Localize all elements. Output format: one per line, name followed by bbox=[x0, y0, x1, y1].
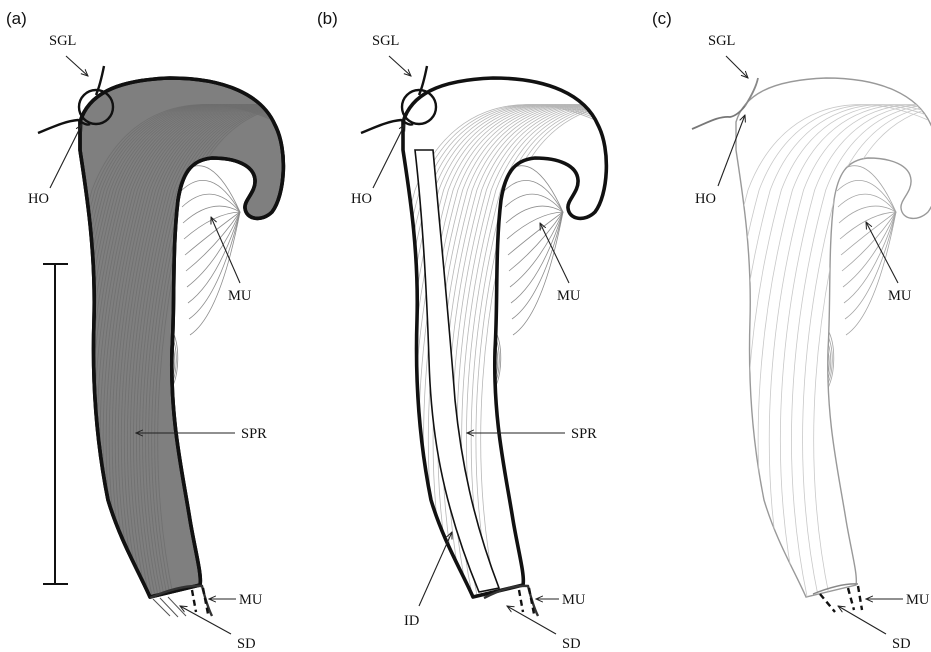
label-mu-bottom: MU bbox=[562, 592, 586, 608]
arrow-sd bbox=[507, 606, 556, 634]
arrow-sd bbox=[838, 606, 886, 634]
label-mu-bottom: MU bbox=[239, 592, 263, 608]
scale-bar bbox=[43, 264, 68, 584]
panel-a-letter: (a) bbox=[6, 9, 27, 28]
muscle-strand bbox=[836, 166, 896, 212]
arrow-sgl bbox=[726, 56, 748, 78]
label-sgl: SGL bbox=[49, 33, 76, 49]
muscle-fan-top bbox=[503, 166, 563, 335]
muscle-strand bbox=[511, 212, 563, 303]
label-mu-bottom: MU bbox=[906, 592, 930, 608]
label-sgl: SGL bbox=[372, 33, 399, 49]
arrow-sgl bbox=[66, 56, 88, 76]
label-sd: SD bbox=[892, 636, 911, 652]
label-sd: SD bbox=[562, 636, 581, 652]
label-mu-top: MU bbox=[228, 288, 252, 304]
arrow-mu-top bbox=[211, 217, 240, 283]
arrow-id bbox=[419, 532, 452, 606]
label-id: ID bbox=[404, 613, 419, 629]
muscle-strand bbox=[838, 194, 896, 212]
label-mu-top: MU bbox=[557, 288, 581, 304]
label-sd: SD bbox=[237, 636, 256, 652]
arrow-sgl bbox=[389, 56, 411, 76]
muscle-fan-top bbox=[836, 166, 896, 335]
arrow-ho bbox=[50, 124, 82, 188]
muscle-strand bbox=[839, 206, 896, 223]
muscle-strand bbox=[503, 166, 563, 212]
muscle-strand bbox=[182, 194, 240, 212]
arrow-ho bbox=[373, 124, 405, 188]
label-ho: HO bbox=[695, 191, 716, 207]
arrow-sd bbox=[180, 606, 231, 634]
muscle-strand bbox=[506, 206, 563, 223]
label-spr: SPR bbox=[241, 426, 267, 442]
label-ho: HO bbox=[351, 191, 372, 207]
muscle-fan-top bbox=[180, 166, 240, 335]
muscle-strand bbox=[505, 194, 563, 212]
panel-c: (c) SGL HO MU MU SD bbox=[652, 9, 931, 652]
label-mu-top: MU bbox=[888, 288, 912, 304]
panel-c-letter: (c) bbox=[652, 9, 672, 28]
label-sgl: SGL bbox=[708, 33, 735, 49]
muscle-strand bbox=[180, 166, 240, 212]
muscle-strand bbox=[183, 206, 240, 223]
label-spr: SPR bbox=[571, 426, 597, 442]
panel-b-letter: (b) bbox=[317, 9, 338, 28]
label-ho: HO bbox=[28, 191, 49, 207]
arrow-mu-top bbox=[540, 223, 569, 283]
panel-b: (b) SGL HO MU SPR ID MU SD bbox=[317, 9, 695, 652]
panel-a: (a) SGL HO MU SPR bbox=[6, 9, 372, 652]
